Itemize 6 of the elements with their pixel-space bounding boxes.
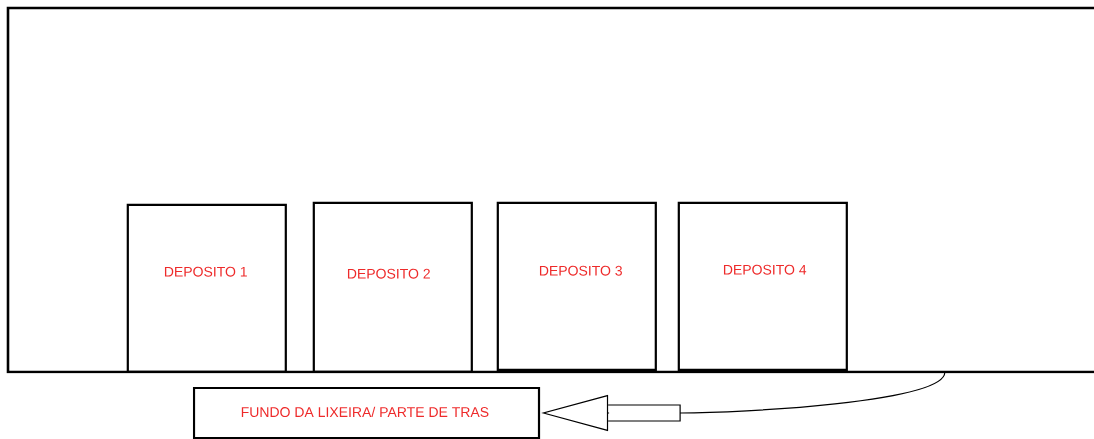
bin-box: DEPOSITO 1: [126, 203, 287, 373]
container-outline: [6, 6, 1094, 374]
bin-box: DEPOSITO 2: [312, 201, 473, 373]
label-box: FUNDO DA LIXEIRA/ PARTE DE TRAS: [192, 386, 541, 439]
bin-box: DEPOSITO 3: [496, 201, 657, 371]
bin-box: DEPOSITO 4: [677, 201, 848, 371]
